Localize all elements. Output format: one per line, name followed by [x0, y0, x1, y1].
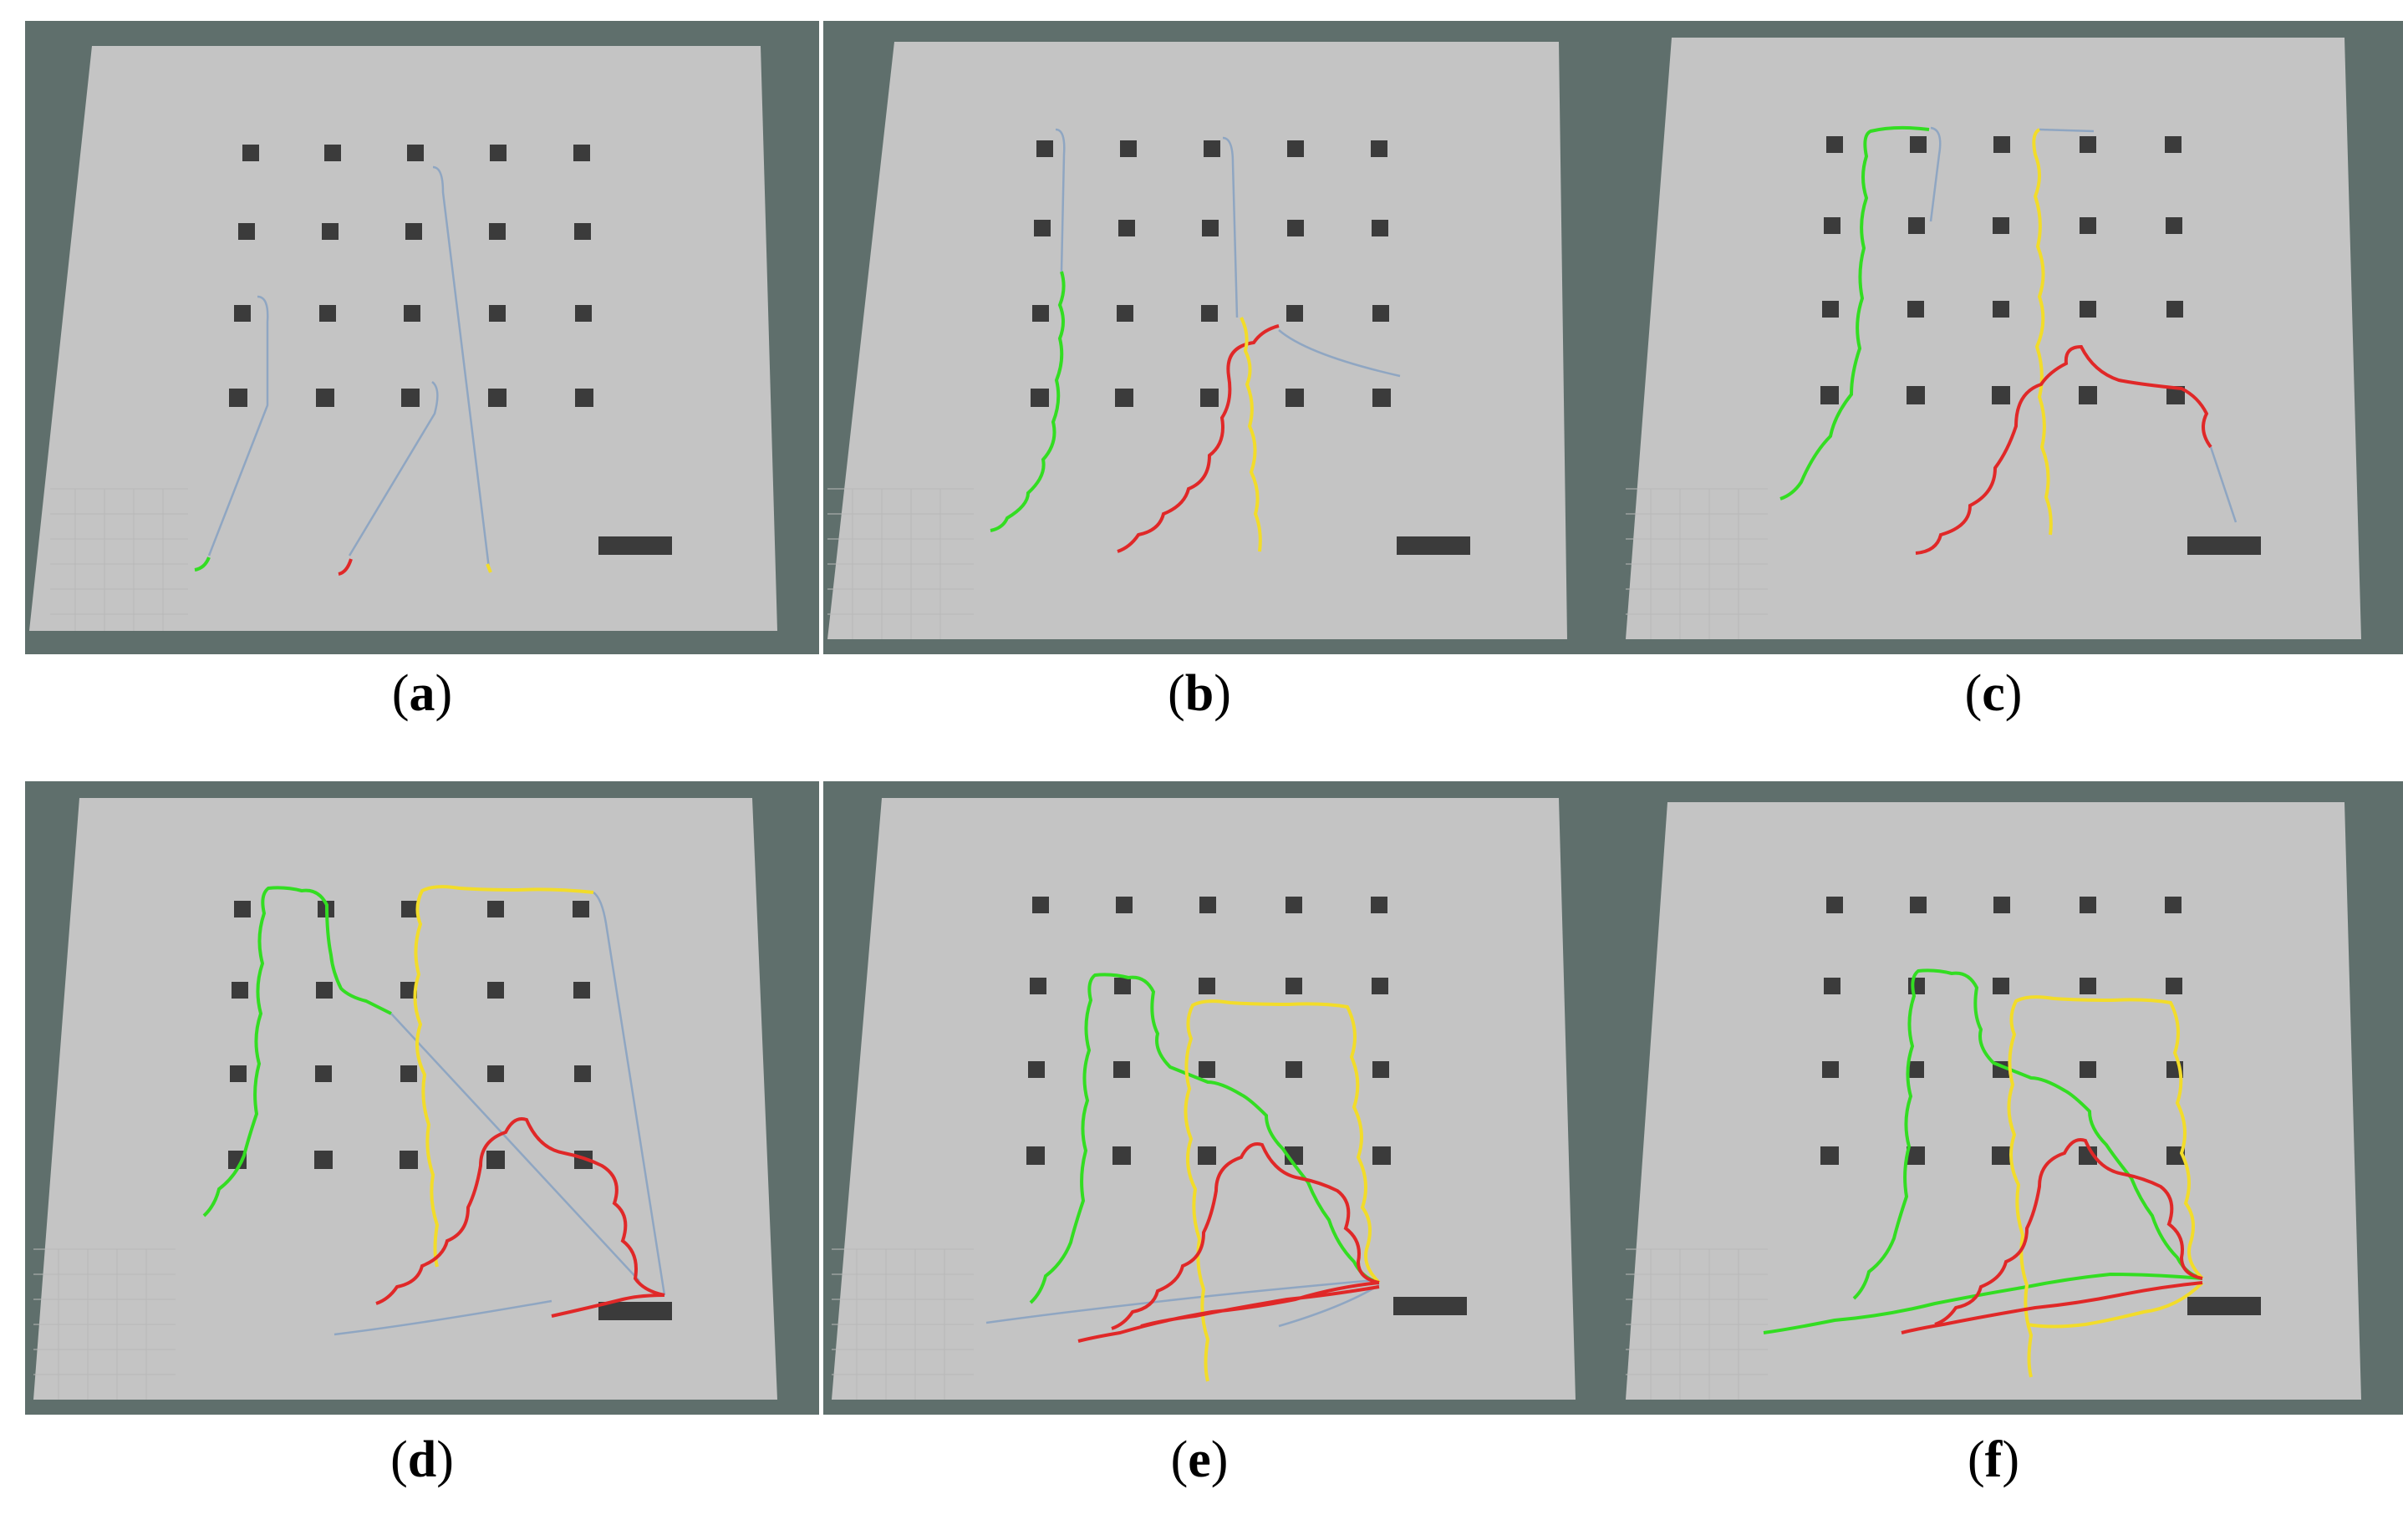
station	[2187, 536, 2261, 555]
caption-b: (b)	[1168, 665, 1231, 722]
yellow-robot-path	[413, 885, 594, 1268]
caption-e: (e)	[1170, 1431, 1229, 1488]
red-robot-path	[1901, 1138, 2203, 1334]
scene-e	[823, 781, 1617, 1415]
station	[1393, 1297, 1467, 1315]
scene-d	[25, 781, 819, 1415]
scene-f	[1617, 781, 2403, 1415]
obstacle-grid	[229, 145, 672, 555]
grid-overlay	[1626, 488, 1768, 639]
caption-a: (a)	[391, 665, 453, 722]
planned-path	[593, 891, 666, 1296]
planned-path	[1929, 126, 1942, 222]
yellow-robot-path	[486, 563, 492, 573]
planned-path	[207, 295, 269, 557]
planned-path	[348, 380, 439, 557]
planned-path	[1278, 329, 1401, 378]
planned-path	[333, 1299, 552, 1336]
panel-c	[1617, 21, 2403, 654]
planned-path	[1055, 128, 1066, 272]
scene-b	[823, 21, 1617, 654]
caption-d: (d)	[390, 1431, 454, 1488]
planned-path	[390, 1013, 640, 1282]
floor	[29, 46, 777, 631]
scene-a	[25, 21, 819, 654]
green-robot-path	[1029, 973, 1380, 1304]
floor	[33, 798, 777, 1400]
green-robot-path	[202, 886, 392, 1217]
floor	[1626, 802, 2361, 1400]
floor	[827, 42, 1567, 639]
red-robot-path	[1915, 344, 2212, 555]
planned-path	[432, 165, 491, 569]
obstacle-grid	[1031, 140, 1470, 555]
panel-d	[25, 781, 819, 1415]
panel-f	[1617, 781, 2403, 1415]
grid-overlay	[50, 488, 188, 631]
station	[598, 536, 672, 555]
planned-path	[1278, 1283, 1380, 1328]
planned-path	[1222, 136, 1239, 318]
station	[1397, 536, 1470, 555]
planned-path	[2209, 446, 2238, 523]
scene-c	[1617, 21, 2403, 654]
yellow-robot-path	[1184, 999, 1381, 1382]
yellow-robot-path	[2032, 128, 2053, 536]
green-robot-path	[990, 271, 1066, 532]
yellow-robot-path	[2007, 995, 2204, 1378]
green-robot-path	[1779, 125, 1930, 501]
grid-overlay	[827, 488, 974, 639]
yellow-robot-path	[1240, 317, 1262, 552]
red-robot-path	[375, 1117, 665, 1318]
red-robot-path	[1117, 324, 1280, 553]
floor	[1626, 38, 2361, 639]
station	[2187, 1297, 2261, 1315]
red-robot-path	[1077, 1142, 1380, 1343]
obstacle-grid	[1026, 897, 1467, 1315]
obstacle-grid	[228, 901, 672, 1320]
grid-overlay	[33, 1248, 176, 1400]
planned-path	[985, 1278, 1376, 1324]
station	[598, 1302, 672, 1320]
red-robot-path	[338, 558, 353, 576]
panel-e	[823, 781, 1617, 1415]
grid-overlay	[832, 1248, 974, 1400]
caption-f: (f)	[1968, 1431, 2019, 1488]
panel-b	[823, 21, 1617, 654]
floor	[832, 798, 1576, 1400]
panel-a	[25, 21, 819, 654]
obstacle-grid	[1820, 136, 2261, 555]
green-robot-path	[194, 557, 211, 572]
planned-path	[2039, 128, 2095, 133]
caption-c: (c)	[1964, 665, 2023, 722]
grid-overlay	[1626, 1248, 1768, 1400]
